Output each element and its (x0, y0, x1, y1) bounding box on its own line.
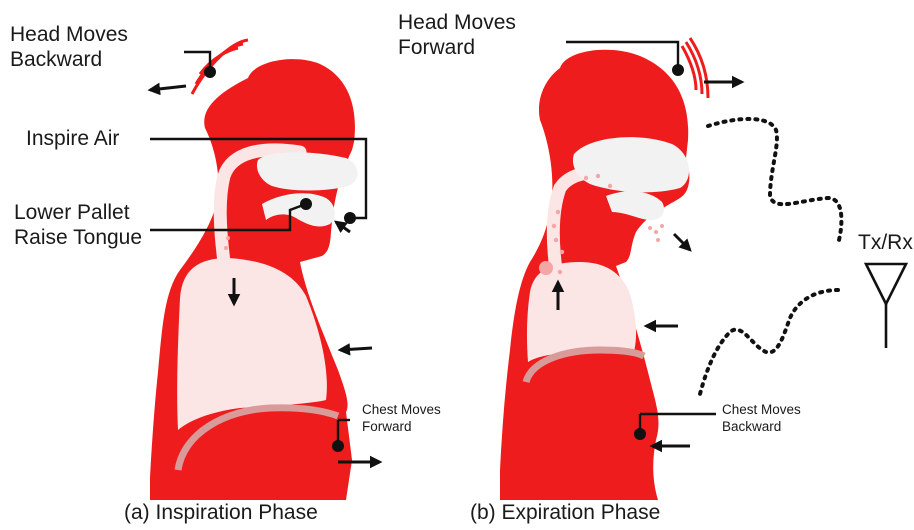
inspiration-nasal-cavity (257, 152, 358, 190)
antenna-label: Tx/Rx (858, 230, 913, 255)
head-backward-label: Head Moves Backward (10, 22, 128, 72)
chest-forward-label: Chest Moves Forward (362, 402, 441, 436)
head-backward-line2: Backward (10, 47, 128, 72)
head-forward-label: Head Moves Forward (398, 10, 516, 60)
signal-path (700, 119, 841, 394)
arrow-icon (674, 234, 690, 250)
lower-pallet-line1: Lower Pallet (14, 200, 142, 225)
expiration-caption: (b) Expiration Phase (470, 500, 660, 525)
chest-forward-line2: Forward (362, 419, 441, 436)
head-backward-line1: Head Moves (10, 22, 128, 47)
chest-backward-line1: Chest Moves (722, 402, 801, 419)
head-forward-line1: Head Moves (398, 10, 516, 35)
wave-arcs-icon (682, 38, 708, 98)
inspire-air-label: Inspire Air (26, 126, 119, 151)
arrow-icon (150, 86, 186, 90)
head-forward-line2: Forward (398, 35, 516, 60)
antenna-icon (866, 264, 906, 348)
inspiration-caption: (a) Inspiration Phase (124, 500, 318, 525)
expiration-nasal-cavity (573, 137, 689, 192)
expiration-lung (527, 262, 636, 362)
lower-pallet-label: Lower Pallet Raise Tongue (14, 200, 142, 250)
inspiration-figure (150, 40, 380, 500)
chest-backward-line2: Backward (722, 419, 801, 436)
expiration-figure (500, 38, 742, 500)
arrow-icon (340, 348, 372, 350)
lower-pallet-line2: Raise Tongue (14, 225, 142, 250)
chest-backward-label: Chest Moves Backward (722, 402, 801, 436)
chest-forward-line1: Chest Moves (362, 402, 441, 419)
